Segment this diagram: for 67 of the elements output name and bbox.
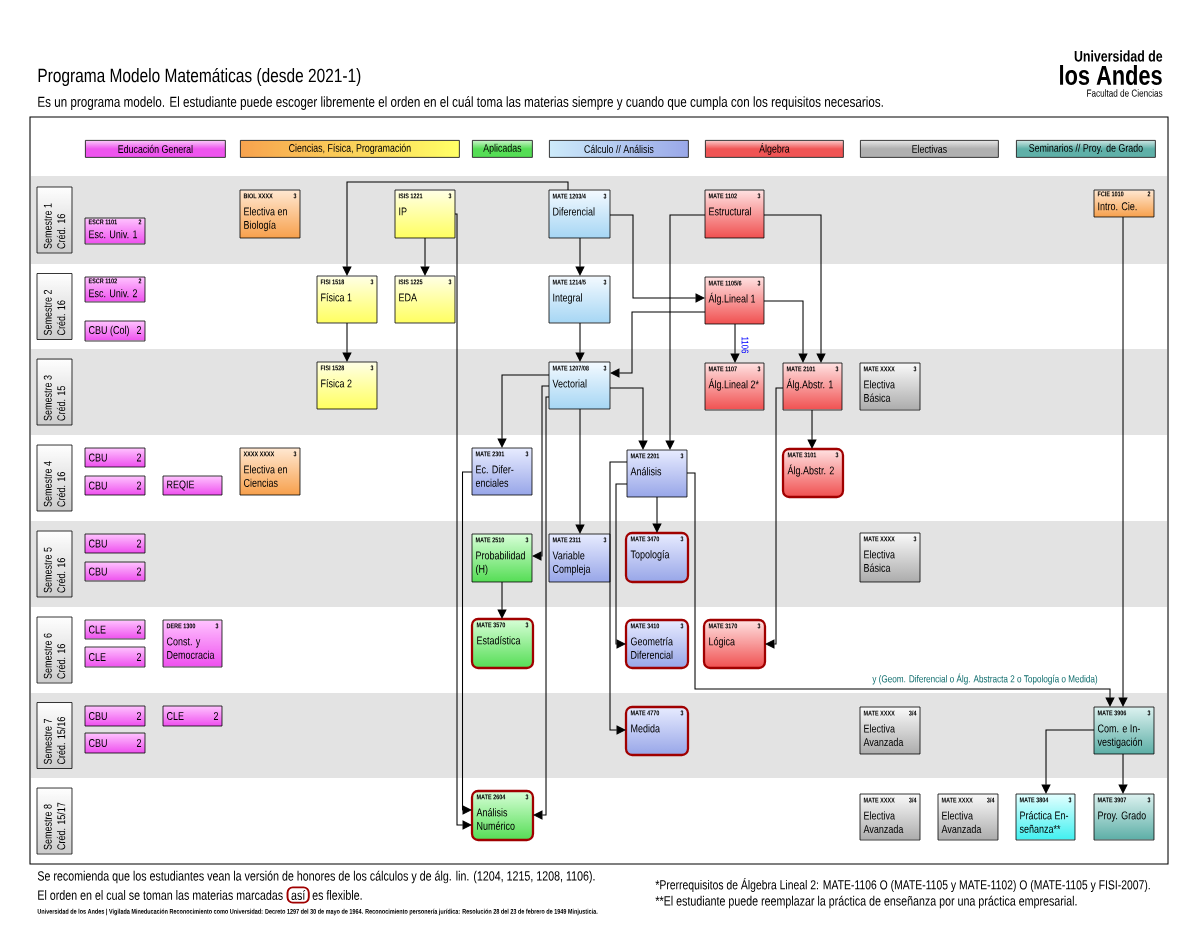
arrow — [765, 387, 784, 649]
edge-label: y (Geom. Diferencial o Álg. Abstracta 2 o Topología o Medida) — [872, 673, 1098, 685]
highlight-box: así — [286, 886, 310, 904]
arrow — [575, 237, 585, 276]
semester-box: Semestre 5 Créd. 16 — [36, 530, 73, 598]
faculty-name: Facultad de Ciencias — [1087, 89, 1163, 97]
note: Se recomienda que los estudiantes vean la versión de honores de los cálculos y de álg. lin. (1204, 1215, 1208, 1106). — [37, 870, 595, 884]
arrow — [532, 385, 550, 561]
note: El orden en el cual se toman las materias marcadas — [38, 890, 283, 900]
arrow — [1041, 729, 1095, 794]
course-box: REQIE — [162, 475, 223, 496]
course-box: CBU 2 — [84, 447, 146, 468]
legend-item: Electivas — [860, 140, 999, 158]
arrow — [497, 581, 507, 619]
subtitle: Es un programa modelo. El estudiante puede escoger libremente el orden en el cuál toma las materias siempre y cuando que cumpla con los requisitos necesarios. — [38, 96, 883, 110]
legend-item: Cálculo // Análisis — [549, 140, 689, 158]
course-box: CBU 2 — [84, 533, 146, 554]
legend-item: Álgebra — [705, 140, 844, 158]
arrow — [420, 237, 430, 276]
arrow — [575, 408, 585, 534]
institution-name: los Andes — [1060, 65, 1162, 85]
arrow — [730, 323, 740, 363]
arrow — [686, 472, 1115, 707]
arrow — [454, 213, 472, 830]
arrow — [342, 181, 569, 276]
semester-box: Semestre 6 Créd. 16 — [36, 616, 73, 684]
arrow — [533, 396, 550, 820]
legend-item: Aplicadas — [472, 140, 533, 158]
course-box: CBU 2 — [84, 705, 146, 727]
edge-label: 1106 — [741, 337, 749, 354]
arrow — [497, 374, 550, 448]
course-box: CBU 2 — [84, 475, 146, 496]
footnote: **El estudiante puede reemplazar la práctica de enseñanza por una práctica empresarial. — [655, 895, 1077, 909]
arrow — [615, 483, 628, 649]
arrow — [665, 214, 706, 450]
course-box: CBU (Col) 2 — [84, 320, 146, 342]
arrow — [609, 387, 648, 450]
arrow — [609, 461, 628, 735]
semester-box: Semestre 7 Créd. 15/16 — [36, 702, 73, 769]
arrow — [575, 322, 585, 362]
semester-box: Semestre 1 Créd. 16 — [36, 186, 73, 254]
legend-item: Ciencias, Física, Programación — [240, 140, 460, 158]
arrow — [763, 214, 826, 363]
semester-box: Semestre 8 Créd. 15/17 — [36, 787, 73, 855]
arrow — [652, 496, 662, 533]
course-box: CBU 2 — [84, 561, 146, 582]
note: es flexible. — [312, 890, 362, 900]
footnote: *Prerrequisitos de Álgebra Lineal 2: MATE-1106 O (MATE-1105 y MATE-1102) O (MATE-1105 y FISI-2007). — [655, 878, 1150, 892]
arrow — [462, 471, 473, 815]
course-box: CLE 2 — [162, 705, 223, 727]
arrow — [807, 409, 817, 449]
semester-box: Semestre 2 Créd. 16 — [36, 273, 73, 340]
course-box: CLE 2 — [84, 619, 146, 640]
title: Programa Modelo Matemáticas (desde 2021-1) — [38, 67, 361, 87]
arrow — [1118, 216, 1128, 707]
arrow — [763, 300, 808, 363]
course-box: CLE 2 — [84, 646, 146, 668]
semester-box: Semestre 4 Créd. 16 — [36, 444, 73, 512]
legend-item: Seminarios // Proy. de Grado — [1016, 140, 1156, 158]
institution-name: Universidad de — [1074, 50, 1163, 62]
legend-item: Educación General — [85, 140, 226, 158]
arrow — [1118, 753, 1128, 794]
course-box: CBU 2 — [84, 732, 146, 754]
semester-box: Semestre 3 Créd. 15 — [36, 358, 73, 426]
arrow — [609, 214, 705, 303]
arrow — [610, 311, 706, 378]
arrow — [342, 322, 352, 362]
